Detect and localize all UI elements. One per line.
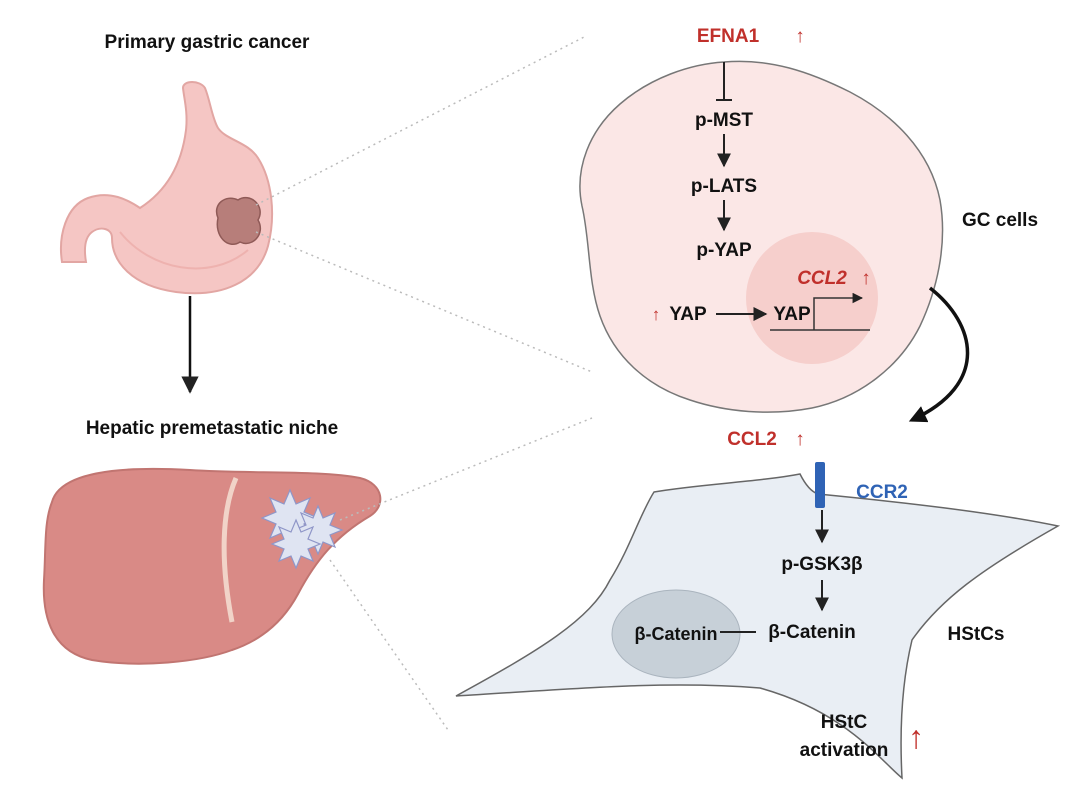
transcription-start-arrow	[813, 292, 864, 330]
tumor-icon	[215, 197, 261, 245]
beta-catenin-nucleus-label: β-Catenin	[635, 624, 718, 644]
activation-label-line1: HStC	[821, 712, 868, 733]
ccl2-secreted-up-icon: ↑	[795, 429, 805, 450]
p-gsk3b-label: p-GSK3β	[781, 554, 862, 575]
ccl2-secreted-label: CCL2	[727, 429, 777, 450]
ccr2-receptor-icon	[815, 462, 825, 508]
hstc-nucleus	[611, 589, 741, 679]
cascade-step-p-yap: p-YAP	[696, 240, 752, 261]
yap-up-icon: ↑	[652, 305, 661, 324]
ccr2-label: CCR2	[856, 482, 908, 503]
yap-nucleus-label: YAP	[773, 304, 811, 325]
ccl2-gene-up-icon: ↑	[861, 268, 871, 289]
zoom-line	[329, 559, 449, 731]
yap-cytoplasm-label: YAP	[669, 304, 707, 325]
ccl2-gene-label: CCL2	[797, 268, 847, 289]
liver-title: Hepatic premetastatic niche	[86, 418, 338, 439]
cascade-step-p-mst: p-MST	[695, 110, 753, 131]
activation-label-line2: activation	[800, 740, 889, 761]
activation-up-icon: ↑	[908, 719, 924, 755]
zoom-line	[255, 35, 587, 206]
zoom-line	[255, 231, 593, 373]
gc-cells-label: GC cells	[962, 210, 1038, 231]
gc-cell-membrane	[579, 60, 944, 413]
beta-catenin-cytoplasm-label: β-Catenin	[768, 622, 856, 643]
stellate-cell-icon	[260, 488, 344, 570]
cascade-step-p-lats: p-LATS	[691, 176, 757, 197]
hstcs-label: HStCs	[947, 624, 1004, 645]
liver-illustration	[42, 467, 382, 665]
efna1-up-icon: ↑	[795, 26, 805, 47]
gc-nucleus	[746, 232, 878, 364]
efna1-label: EFNA1	[697, 26, 760, 47]
stomach-title: Primary gastric cancer	[105, 32, 311, 53]
stomach-illustration	[60, 81, 274, 295]
secretion-arrow	[908, 286, 970, 423]
